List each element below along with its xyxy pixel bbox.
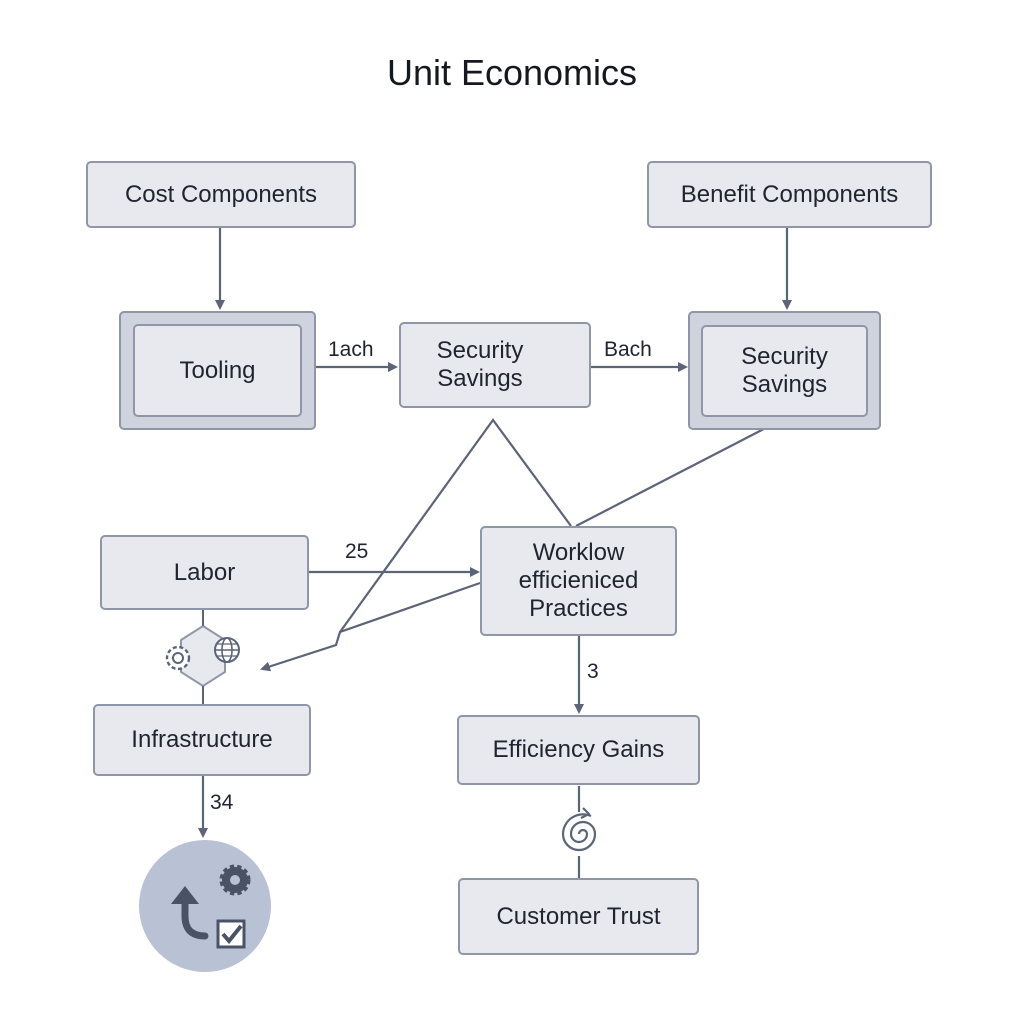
node-label: Infrastructure	[131, 726, 273, 753]
node-label: Worklow efficieniced Practices	[518, 539, 639, 622]
checkbox-icon	[216, 919, 246, 949]
node-label: Security Savings	[436, 337, 524, 392]
node-label: Security Savings	[741, 343, 828, 398]
node-cost-components[interactable]: Cost Components	[86, 161, 356, 228]
node-label: Efficiency Gains	[492, 736, 665, 763]
edge-label-tooling-security: 1ach	[328, 338, 374, 361]
gear-icon	[165, 645, 191, 671]
edge-label-infrastructure-down: 34	[210, 791, 234, 814]
diagram-title: Unit Economics	[386, 52, 638, 93]
node-customer-trust[interactable]: Customer Trust	[458, 878, 699, 955]
node-tooling-inner: Tooling	[133, 324, 302, 417]
node-label: Customer Trust	[496, 902, 661, 930]
edge-label-labor-workflow: 25	[345, 540, 369, 563]
node-tooling[interactable]: Tooling	[119, 311, 316, 430]
spiral-icon	[561, 807, 597, 852]
node-security-savings-right[interactable]: Security Savings	[688, 311, 881, 430]
globe-icon	[214, 637, 240, 663]
cycle-arrow-icon	[181, 898, 209, 940]
process-badge	[139, 840, 271, 972]
node-security-savings-mid[interactable]: Security Savings	[399, 322, 591, 408]
edge-label-security-security: Bach	[604, 338, 652, 361]
edge-security-mid-split	[339, 418, 572, 633]
node-label: Benefit Components	[680, 180, 899, 208]
hexagon-connector-icon	[180, 610, 226, 704]
node-workflow[interactable]: Worklow efficieniced Practices	[480, 526, 677, 636]
edge-workflow-to-connector	[260, 581, 481, 672]
node-security-inner: Security Savings	[701, 325, 868, 417]
node-labor[interactable]: Labor	[100, 535, 309, 610]
node-benefit-components[interactable]: Benefit Components	[647, 161, 932, 228]
node-label: Cost Components	[124, 180, 318, 208]
edge-security-right-to-workflow	[575, 417, 786, 527]
edge-label-workflow-efficiency: 3	[587, 660, 599, 683]
node-label: Tooling	[179, 356, 256, 384]
node-efficiency-gains[interactable]: Efficiency Gains	[457, 715, 700, 785]
gear-icon	[219, 864, 251, 896]
node-infrastructure[interactable]: Infrastructure	[93, 704, 311, 776]
node-label: Labor	[173, 558, 236, 586]
